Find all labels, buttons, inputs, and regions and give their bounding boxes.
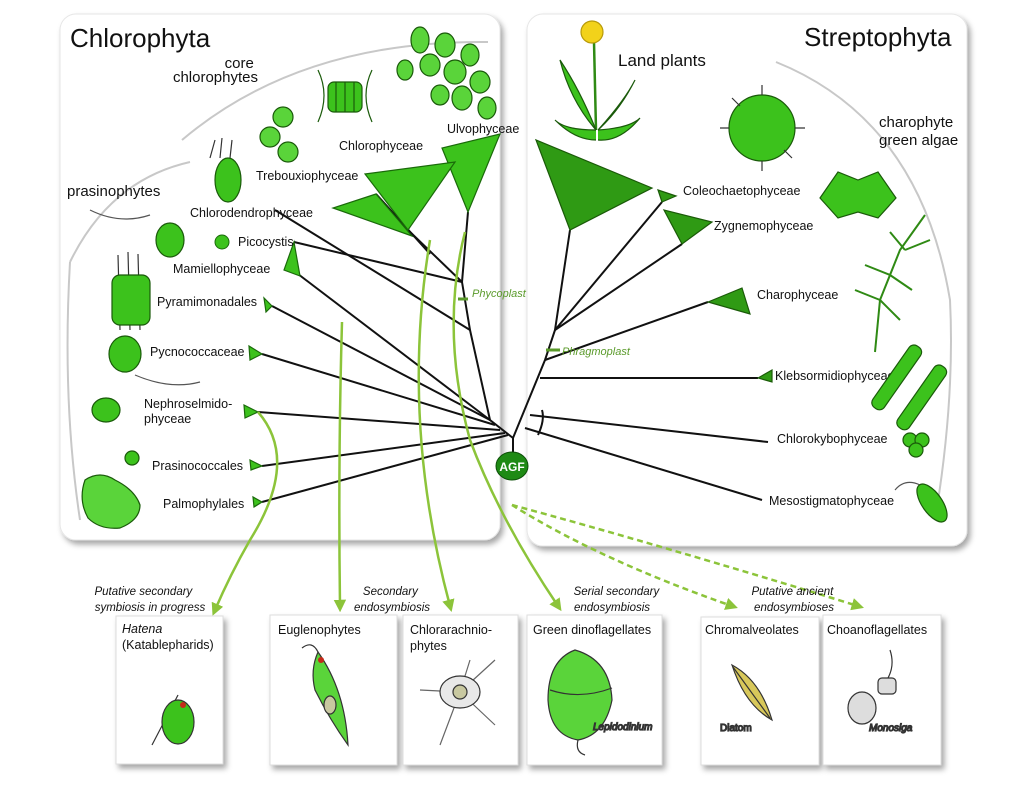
event-secondary: Secondary endosymbiosis: [354, 586, 430, 614]
charophyte-green-algae-label: charophyte green algae: [879, 114, 958, 149]
agf-label: AGF: [499, 460, 524, 474]
monosiga-label: Monosiga: [869, 723, 913, 734]
taxon-trebouxiophyceae: Trebouxiophyceae: [256, 169, 358, 183]
taxon-zygnemophyceae: Zygnemophyceae: [714, 219, 813, 233]
bottom-boxes: [116, 615, 941, 765]
event-putative-secondary: Putative secondary symbiosis in progress: [94, 586, 205, 614]
taxon-picocystis: Picocystis: [238, 235, 294, 249]
taxon-pycnococcaceae: Pycnococcaceae: [150, 345, 245, 359]
green-dinoflagellates-title: Green dinoflagellates: [533, 623, 651, 637]
chromalveolates-box: [701, 617, 819, 765]
taxon-chlorophyceae: Chlorophyceae: [339, 139, 423, 153]
euglenophytes-title: Euglenophytes: [278, 623, 361, 637]
streptophyta-panel: [527, 14, 967, 546]
taxon-coleochaetophyceae: Coleochaetophyceae: [683, 184, 800, 198]
chromalveolates-title: Chromalveolates: [705, 623, 799, 637]
event-putative-ancient: Putative ancient endosymbioses: [751, 586, 836, 614]
land-plants-label: Land plants: [618, 51, 706, 70]
taxon-prasinococcales: Prasinococcales: [152, 459, 243, 473]
event-serial-secondary: Serial secondary endosymbiosis: [574, 586, 663, 614]
lepidodinium-label: Lepidodinium: [593, 722, 653, 733]
streptophyta-title: Streptophyta: [804, 22, 952, 52]
taxon-klebsormidiophyceae: Klebsormidiophyceae: [775, 369, 895, 383]
taxon-chlorodendrophyceae: Chlorodendrophyceae: [190, 206, 313, 220]
prasinophytes-label: prasinophytes: [67, 183, 160, 200]
taxon-pyramimonadales: Pyramimonadales: [157, 295, 257, 309]
picocystis-node: [215, 235, 229, 249]
phragmoplast-label: Phragmoplast: [562, 346, 631, 358]
taxon-mesostigmatophyceae: Mesostigmatophyceae: [769, 494, 894, 508]
taxon-mamiellophyceae: Mamiellophyceae: [173, 262, 270, 276]
diatom-label: Diatom: [720, 723, 752, 734]
choanoflagellates-title: Choanoflagellates: [827, 623, 927, 637]
taxon-chlorokybophyceae: Chlorokybophyceae: [777, 432, 888, 446]
taxon-charophyceae: Charophyceae: [757, 288, 838, 302]
chlorophyta-title: Chlorophyta: [70, 23, 211, 53]
phycoplast-label: Phycoplast: [472, 288, 527, 300]
taxon-ulvophyceae: Ulvophyceae: [447, 122, 519, 136]
taxon-palmophylales: Palmophylales: [163, 497, 244, 511]
